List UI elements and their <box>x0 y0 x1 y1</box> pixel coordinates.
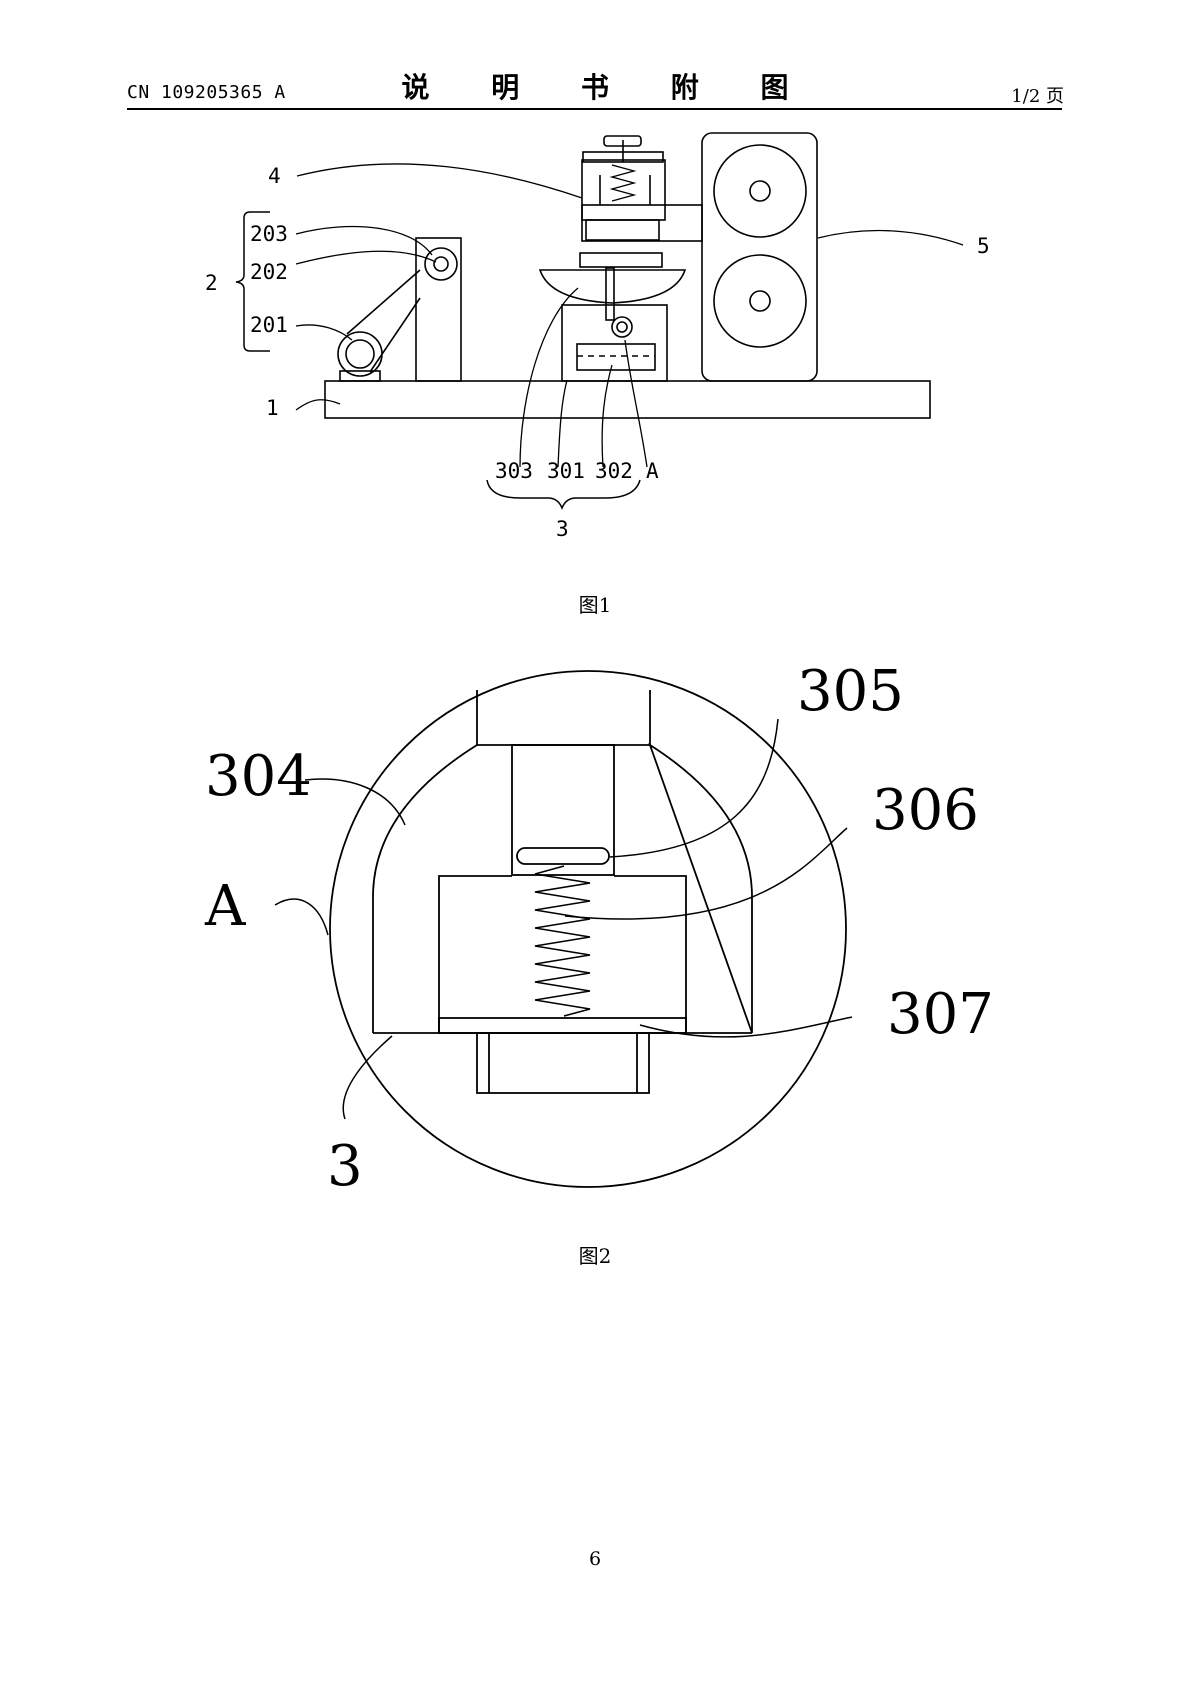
figure-1-drawing <box>235 132 964 511</box>
figure-1-caption: 图1 <box>578 593 612 617</box>
figure-2-caption: 图2 <box>578 1244 612 1268</box>
label-3: 3 <box>556 517 569 541</box>
label-5: 5 <box>977 234 990 258</box>
label-302: 302 <box>595 459 633 483</box>
page-indicator: 1/2 页 <box>1011 86 1064 107</box>
label-305: 305 <box>797 659 904 724</box>
plunger-head <box>516 847 610 865</box>
roller-inner <box>433 256 449 272</box>
bowl <box>538 269 687 304</box>
page-number: 6 <box>588 1548 602 1570</box>
label-3: 3 <box>327 1134 363 1199</box>
label-306: 306 <box>872 778 979 843</box>
label-2: 2 <box>205 271 218 295</box>
figure-2-drawing <box>274 670 853 1188</box>
label-304: 304 <box>205 744 312 809</box>
figure-1-labels: 4 5 2 203 202 201 1 303 301 302 A 3 <box>205 164 990 541</box>
spring <box>534 865 591 1017</box>
label-203: 203 <box>250 222 288 246</box>
label-303: 303 <box>495 459 533 483</box>
upright-post <box>415 237 462 382</box>
motor-mount <box>339 370 381 382</box>
label-201: 201 <box>250 313 288 337</box>
label-202: 202 <box>250 260 288 284</box>
label-a: A <box>646 459 659 483</box>
bottom-stem <box>476 1032 650 1094</box>
plunger-rod <box>511 744 615 876</box>
label-4: 4 <box>268 164 281 188</box>
page-title: 说 明 书 附 图 <box>401 71 815 104</box>
label-301: 301 <box>547 459 585 483</box>
detail-circle <box>329 670 847 1188</box>
patent-number: CN 109205365 A <box>127 82 286 103</box>
roller-frame <box>701 132 818 382</box>
roller-outer <box>424 247 458 281</box>
detail-a-circle <box>611 316 633 338</box>
motor-outer <box>337 331 383 377</box>
figure-2-labels: 305 304 306 A 307 3 <box>204 659 994 1199</box>
motor-inner <box>345 339 375 369</box>
label-1: 1 <box>266 396 279 420</box>
header-rule <box>127 108 1062 110</box>
label-a: A <box>204 874 246 939</box>
label-307: 307 <box>887 982 994 1047</box>
